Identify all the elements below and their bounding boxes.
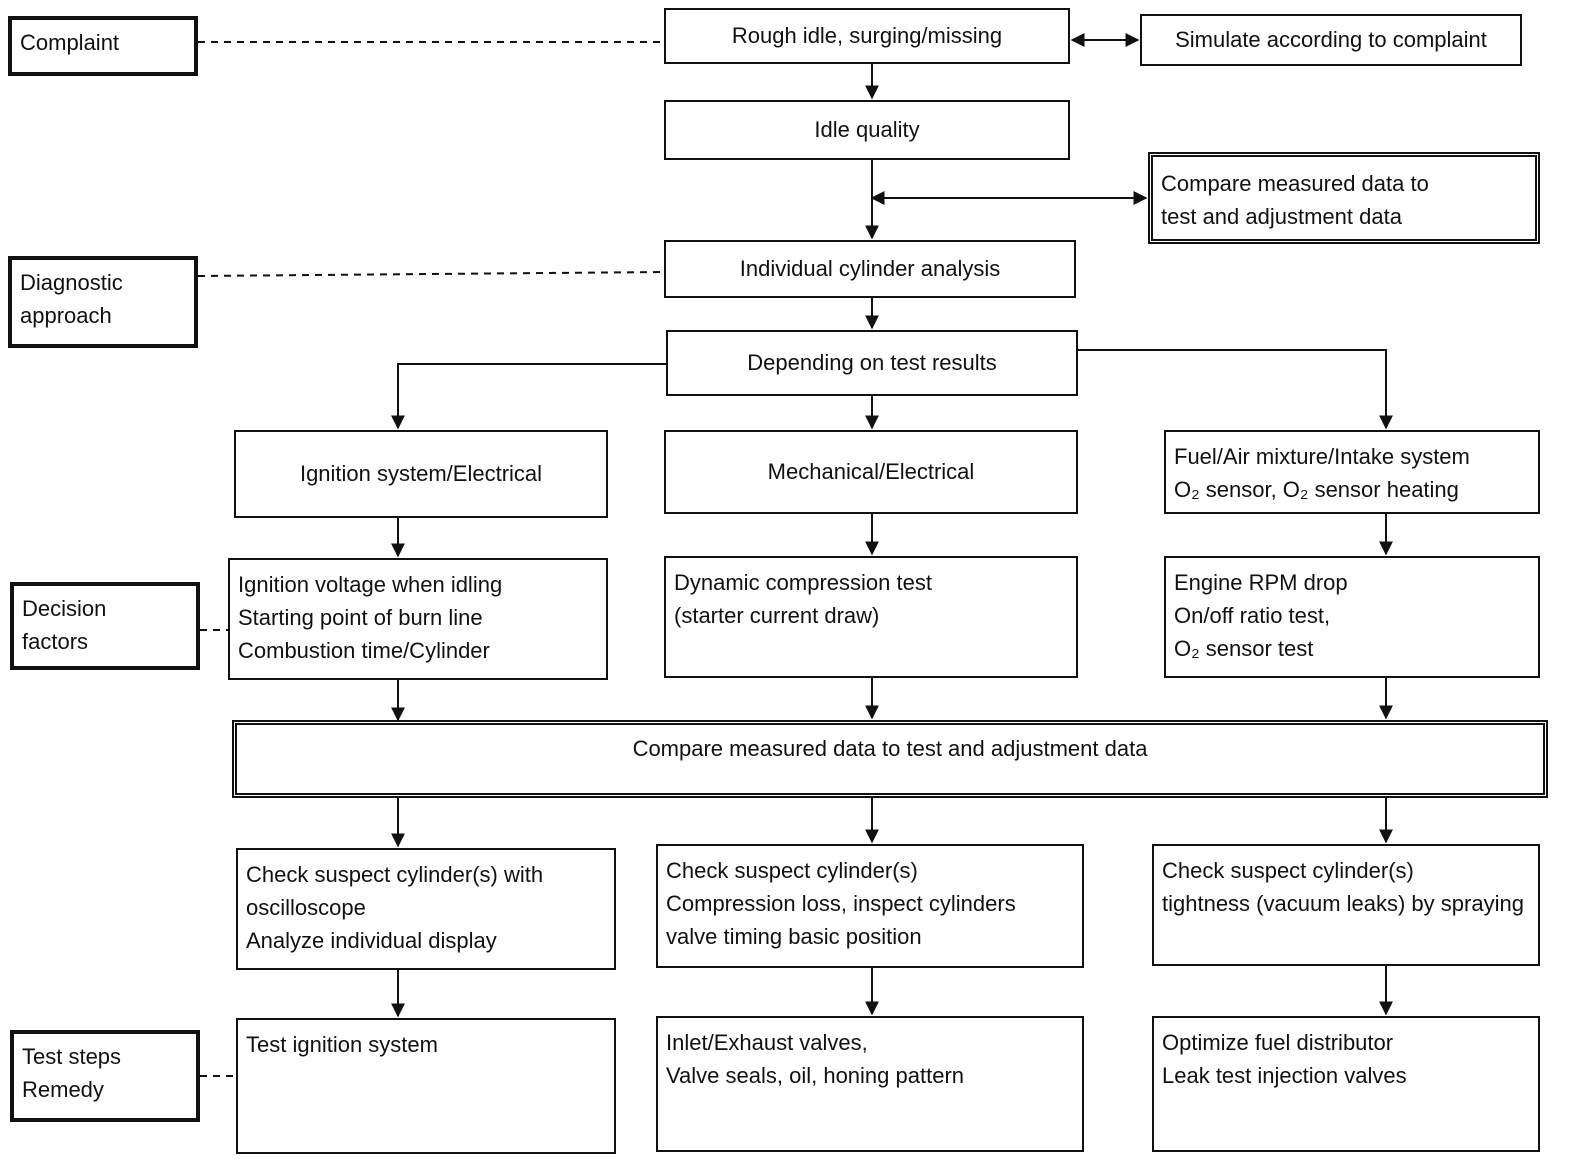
side-label-test-steps-remedy: Test steps Remedy xyxy=(10,1030,200,1122)
box-fuel-title: Fuel/Air mixture/Intake system O₂ sensor… xyxy=(1164,430,1540,514)
box-rough-idle: Rough idle, surging/missing xyxy=(664,8,1070,64)
ignition-factor-1: Ignition voltage when idling xyxy=(238,572,503,597)
ignition-check-1: Check suspect cylinder(s) with xyxy=(246,862,544,887)
arrow-depending-to-fuel xyxy=(1078,349,1393,430)
compare-top-line-1: Compare measured data to xyxy=(1161,171,1429,196)
box-simulate: Simulate according to complaint xyxy=(1140,14,1522,66)
depending-text: Depending on test results xyxy=(747,350,997,375)
side-label-diagnostic-approach: Diagnostic approach xyxy=(8,256,198,348)
ignition-remedy-1: Test ignition system xyxy=(246,1032,438,1057)
box-depending: Depending on test results xyxy=(666,330,1078,396)
fuel-check-2: tightness (vacuum leaks) by spraying xyxy=(1162,891,1524,916)
box-idle-quality: Idle quality xyxy=(664,100,1070,160)
decision-label-line-2: factors xyxy=(22,629,89,654)
dashed-link-diagnostic xyxy=(197,271,665,277)
diagnostic-label-line-1: Diagnostic xyxy=(20,270,123,295)
side-label-decision-factors: Decision factors xyxy=(10,582,200,670)
box-compare-wide: Compare measured data to test and adjust… xyxy=(232,720,1548,798)
fuel-factor-3: O₂ sensor test xyxy=(1174,636,1314,661)
fuel-check-1: Check suspect cylinder(s) xyxy=(1162,858,1414,883)
ignition-check-2: oscilloscope xyxy=(246,895,366,920)
fuel-remedy-1: Optimize fuel distributor xyxy=(1162,1030,1394,1055)
mechanical-remedy-1: Inlet/Exhaust valves, xyxy=(666,1030,868,1055)
rough-idle-text: Rough idle, surging/missing xyxy=(731,23,1003,48)
test-steps-label-line-1: Test steps xyxy=(22,1044,122,1069)
ignition-factor-3: Combustion time/Cylinder xyxy=(238,638,490,663)
box-compare-top: Compare measured data to test and adjust… xyxy=(1148,152,1540,244)
decision-label-line-1: Decision xyxy=(22,596,107,621)
ignition-check-3: Analyze individual display xyxy=(246,928,497,953)
simulate-text: Simulate according to complaint xyxy=(1175,27,1487,52)
complaint-label: Complaint xyxy=(20,30,120,55)
fuel-title-line-2: O₂ sensor, O₂ sensor heating xyxy=(1174,477,1459,502)
fuel-remedy-2: Leak test injection valves xyxy=(1162,1063,1407,1088)
fuel-factor-2: On/off ratio test, xyxy=(1174,603,1331,628)
box-fuel-remedy: Optimize fuel distributor Leak test inje… xyxy=(1152,1016,1540,1152)
side-label-complaint: Complaint xyxy=(8,16,198,76)
mechanical-factor-1: Dynamic compression test xyxy=(674,570,932,595)
mechanical-title-text: Mechanical/Electrical xyxy=(767,459,975,484)
idle-quality-text: Idle quality xyxy=(814,117,920,142)
diagnostic-label-line-2: approach xyxy=(20,303,112,328)
box-mechanical-factors: Dynamic compression test (starter curren… xyxy=(664,556,1078,678)
box-fuel-factors: Engine RPM drop On/off ratio test, O₂ se… xyxy=(1164,556,1540,678)
box-mechanical-title: Mechanical/Electrical xyxy=(664,430,1078,514)
box-mechanical-remedy: Inlet/Exhaust valves, Valve seals, oil, … xyxy=(656,1016,1084,1152)
mechanical-check-3: valve timing basic position xyxy=(666,924,922,949)
fuel-factor-1: Engine RPM drop xyxy=(1174,570,1348,595)
fuel-title-line-1: Fuel/Air mixture/Intake system xyxy=(1174,444,1470,469)
mechanical-check-2: Compression loss, inspect cylinders xyxy=(666,891,1016,916)
box-ignition-check: Check suspect cylinder(s) with oscillosc… xyxy=(236,848,616,970)
box-fuel-check: Check suspect cylinder(s) tightness (vac… xyxy=(1152,844,1540,966)
individual-cylinder-text: Individual cylinder analysis xyxy=(739,256,1001,281)
mechanical-remedy-2: Valve seals, oil, honing pattern xyxy=(666,1063,964,1088)
box-ignition-remedy: Test ignition system xyxy=(236,1018,616,1154)
compare-wide-text: Compare measured data to test and adjust… xyxy=(632,736,1148,761)
test-steps-label-line-2: Remedy xyxy=(22,1077,104,1102)
mechanical-factor-2: (starter current draw) xyxy=(674,603,880,628)
mechanical-check-1: Check suspect cylinder(s) xyxy=(666,858,918,883)
box-ignition-factors: Ignition voltage when idling Starting po… xyxy=(228,558,608,680)
ignition-factor-2: Starting point of burn line xyxy=(238,605,483,630)
arrow-depending-to-ignition xyxy=(391,363,666,430)
box-mechanical-check: Check suspect cylinder(s) Compression lo… xyxy=(656,844,1084,968)
compare-top-line-2: test and adjustment data xyxy=(1161,204,1402,229)
box-individual-cylinder: Individual cylinder analysis xyxy=(664,240,1076,298)
ignition-title-text: Ignition system/Electrical xyxy=(299,461,543,486)
box-ignition-title: Ignition system/Electrical xyxy=(234,430,608,518)
